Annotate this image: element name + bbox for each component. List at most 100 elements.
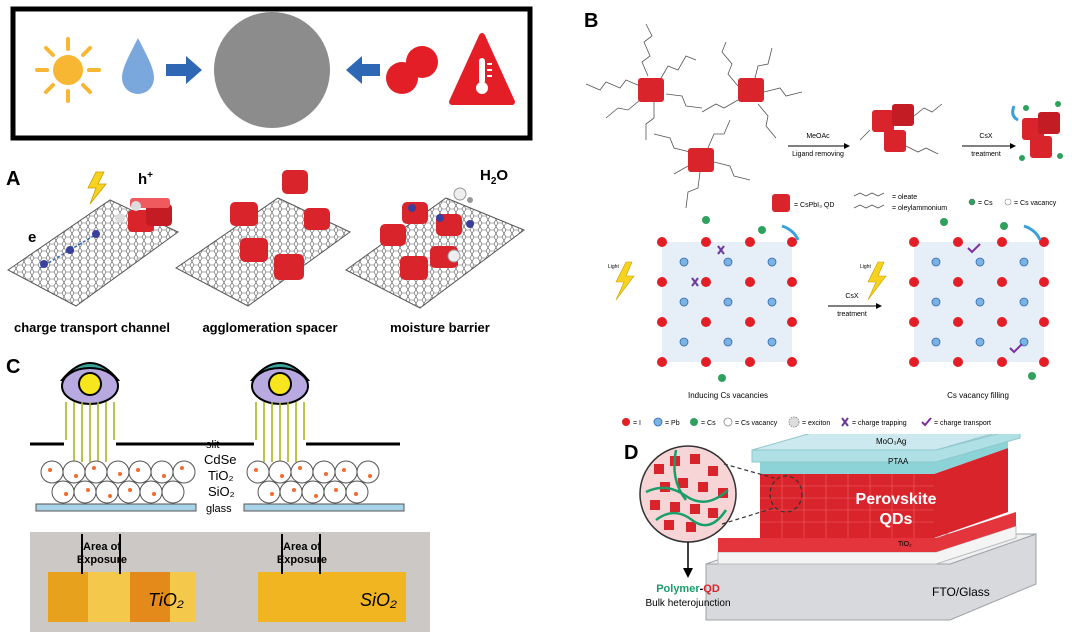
legend-cs: = Cs bbox=[978, 200, 993, 207]
fto-label: FTO/Glass bbox=[932, 585, 990, 599]
qd-cube bbox=[638, 78, 664, 102]
lightning-icon bbox=[867, 261, 887, 301]
glass-label: glass bbox=[206, 503, 232, 515]
legend-qd-swatch bbox=[772, 194, 790, 212]
hole-label: h+ bbox=[138, 170, 153, 188]
light-label-right: Light bbox=[860, 264, 871, 270]
panel-d-label: D bbox=[624, 442, 639, 464]
ptaa-layer bbox=[760, 438, 1008, 474]
legend-exciton: = exciton bbox=[802, 420, 830, 427]
qd-cube bbox=[240, 238, 268, 262]
qd-cube bbox=[230, 202, 258, 226]
qd-cube bbox=[688, 148, 714, 172]
legend-cs-vacancy-bottom: = Cs vacancy bbox=[735, 420, 778, 427]
legend-oleylammonium: = oleylammonium bbox=[892, 205, 947, 212]
qd-cube bbox=[380, 224, 406, 246]
step1-reagent: MeOAc bbox=[806, 133, 830, 140]
panel-c-graphic: slit CdSe TiO₂ SiO₂ bbox=[30, 362, 405, 515]
lower-qd-layer bbox=[718, 512, 1016, 552]
panel-a-graphic: h+ e H2O charge transport cha bbox=[7, 167, 526, 335]
sio2-film bbox=[258, 572, 406, 622]
perovskite-qd-layer bbox=[760, 448, 1008, 538]
graphene-sheet-1 bbox=[7, 171, 179, 307]
qd-cube bbox=[274, 254, 304, 280]
qd-cube bbox=[304, 208, 330, 230]
legend-oleate: = oleate bbox=[892, 194, 917, 201]
particle-layer-left bbox=[40, 460, 196, 504]
glass-right bbox=[243, 503, 405, 512]
qd-cubes-1 bbox=[128, 198, 172, 232]
eye-icon bbox=[59, 362, 121, 405]
tio2-layer-label: TiO₂ bbox=[898, 541, 912, 548]
sample-label-tio2: TiO₂ bbox=[148, 590, 184, 610]
legend-cs-bottom: = Cs bbox=[701, 420, 716, 427]
moo3ag-label: MoO₃Ag bbox=[876, 437, 906, 446]
qd-cube bbox=[400, 256, 428, 280]
sun-icon bbox=[35, 37, 101, 103]
lower-desc: treatment bbox=[837, 311, 867, 318]
panel-d: MoO₃Ag PTAA Perovskite QDs TiO₂ FTO/Glas… bbox=[636, 425, 1066, 630]
heat-warning-icon bbox=[449, 33, 515, 105]
slit-label: slit bbox=[206, 439, 219, 451]
step2-reagent: CsX bbox=[979, 133, 993, 140]
bulk-heterojunction-label: Bulk heterojunction bbox=[645, 598, 730, 609]
panel-c-label: C bbox=[6, 356, 21, 378]
stress-factors-graphic bbox=[10, 6, 533, 141]
ptaa-label: PTAA bbox=[888, 457, 909, 466]
ligand-capped-qd bbox=[653, 119, 751, 209]
lower-reagent: CsX bbox=[845, 293, 859, 300]
sample-photo: Area of Exposure Area of Exposure TiO₂ S… bbox=[30, 532, 430, 632]
sample-photo-graphic: Area of Exposure Area of Exposure TiO₂ S… bbox=[30, 532, 430, 632]
legend-transport: = charge transport bbox=[934, 420, 991, 427]
arrow-right-icon bbox=[166, 56, 202, 84]
arrow-left-icon bbox=[346, 56, 380, 84]
area-label-right-1: Area of bbox=[283, 541, 321, 553]
stress-factors-box bbox=[10, 6, 533, 141]
central-particle bbox=[214, 12, 330, 128]
perovskite-label-2: QDs bbox=[880, 511, 913, 528]
caption-charge-transport: charge transport channel bbox=[14, 320, 170, 335]
ligand-capped-qd bbox=[585, 23, 703, 140]
legend-i: = I bbox=[633, 420, 641, 427]
sample-label-sio2: SiO₂ bbox=[360, 590, 397, 610]
light-label-left: Light bbox=[608, 264, 619, 270]
step1-desc: Ligand removing bbox=[792, 151, 844, 158]
glass-left bbox=[35, 503, 197, 512]
cdse-dots bbox=[48, 466, 372, 498]
lattice-left bbox=[615, 216, 800, 382]
legend-cs-vacancy: = Cs vacancy bbox=[1014, 200, 1057, 207]
legend-trapping: = charge trapping bbox=[852, 420, 907, 427]
stripped-qd-cluster bbox=[859, 103, 943, 155]
lower-left-caption: Inducing Cs vacancies bbox=[688, 391, 768, 400]
graphene-sheet-2 bbox=[175, 170, 351, 307]
zoom-polymer bbox=[645, 449, 729, 527]
qd-cube bbox=[738, 78, 764, 102]
caption-agglomeration: agglomeration spacer bbox=[202, 320, 337, 335]
area-label-left-2: Exposure bbox=[77, 554, 127, 566]
lightning-icon bbox=[87, 171, 107, 205]
sio2-label: SiO₂ bbox=[208, 484, 235, 499]
eye-icon bbox=[249, 362, 311, 405]
lattice-right bbox=[867, 218, 1049, 380]
panel-d-graphic: MoO₃Ag PTAA Perovskite QDs TiO₂ FTO/Glas… bbox=[639, 425, 1037, 621]
graphene-sheet-3 bbox=[345, 187, 526, 309]
area-label-left-1: Area of bbox=[83, 541, 121, 553]
panel-c: slit CdSe TiO₂ SiO₂ bbox=[30, 350, 430, 530]
polymer-qd-label: Polymer-QD bbox=[656, 583, 720, 595]
treated-qd-cluster bbox=[1011, 101, 1063, 161]
caption-moisture: moisture barrier bbox=[390, 320, 490, 335]
panel-a-label: A bbox=[6, 168, 21, 190]
panel-b-graphic: MeOAc Ligand removing CsX treatment bbox=[585, 23, 1063, 428]
qd-cube bbox=[282, 170, 308, 194]
legend-pb: = Pb bbox=[665, 420, 680, 427]
perovskite-label-1: Perovskite bbox=[856, 491, 937, 508]
step2-desc: treatment bbox=[971, 151, 1001, 158]
area-label-right-2: Exposure bbox=[277, 554, 327, 566]
panel-a: h+ e H2O charge transport cha bbox=[0, 160, 536, 340]
water-drop-icon bbox=[122, 38, 154, 94]
electron-label: e bbox=[28, 229, 36, 246]
water-label: H2O bbox=[480, 167, 508, 187]
tio2-label: TiO₂ bbox=[208, 468, 234, 483]
qd-cube bbox=[402, 202, 428, 224]
particle-layer-right bbox=[246, 460, 380, 504]
